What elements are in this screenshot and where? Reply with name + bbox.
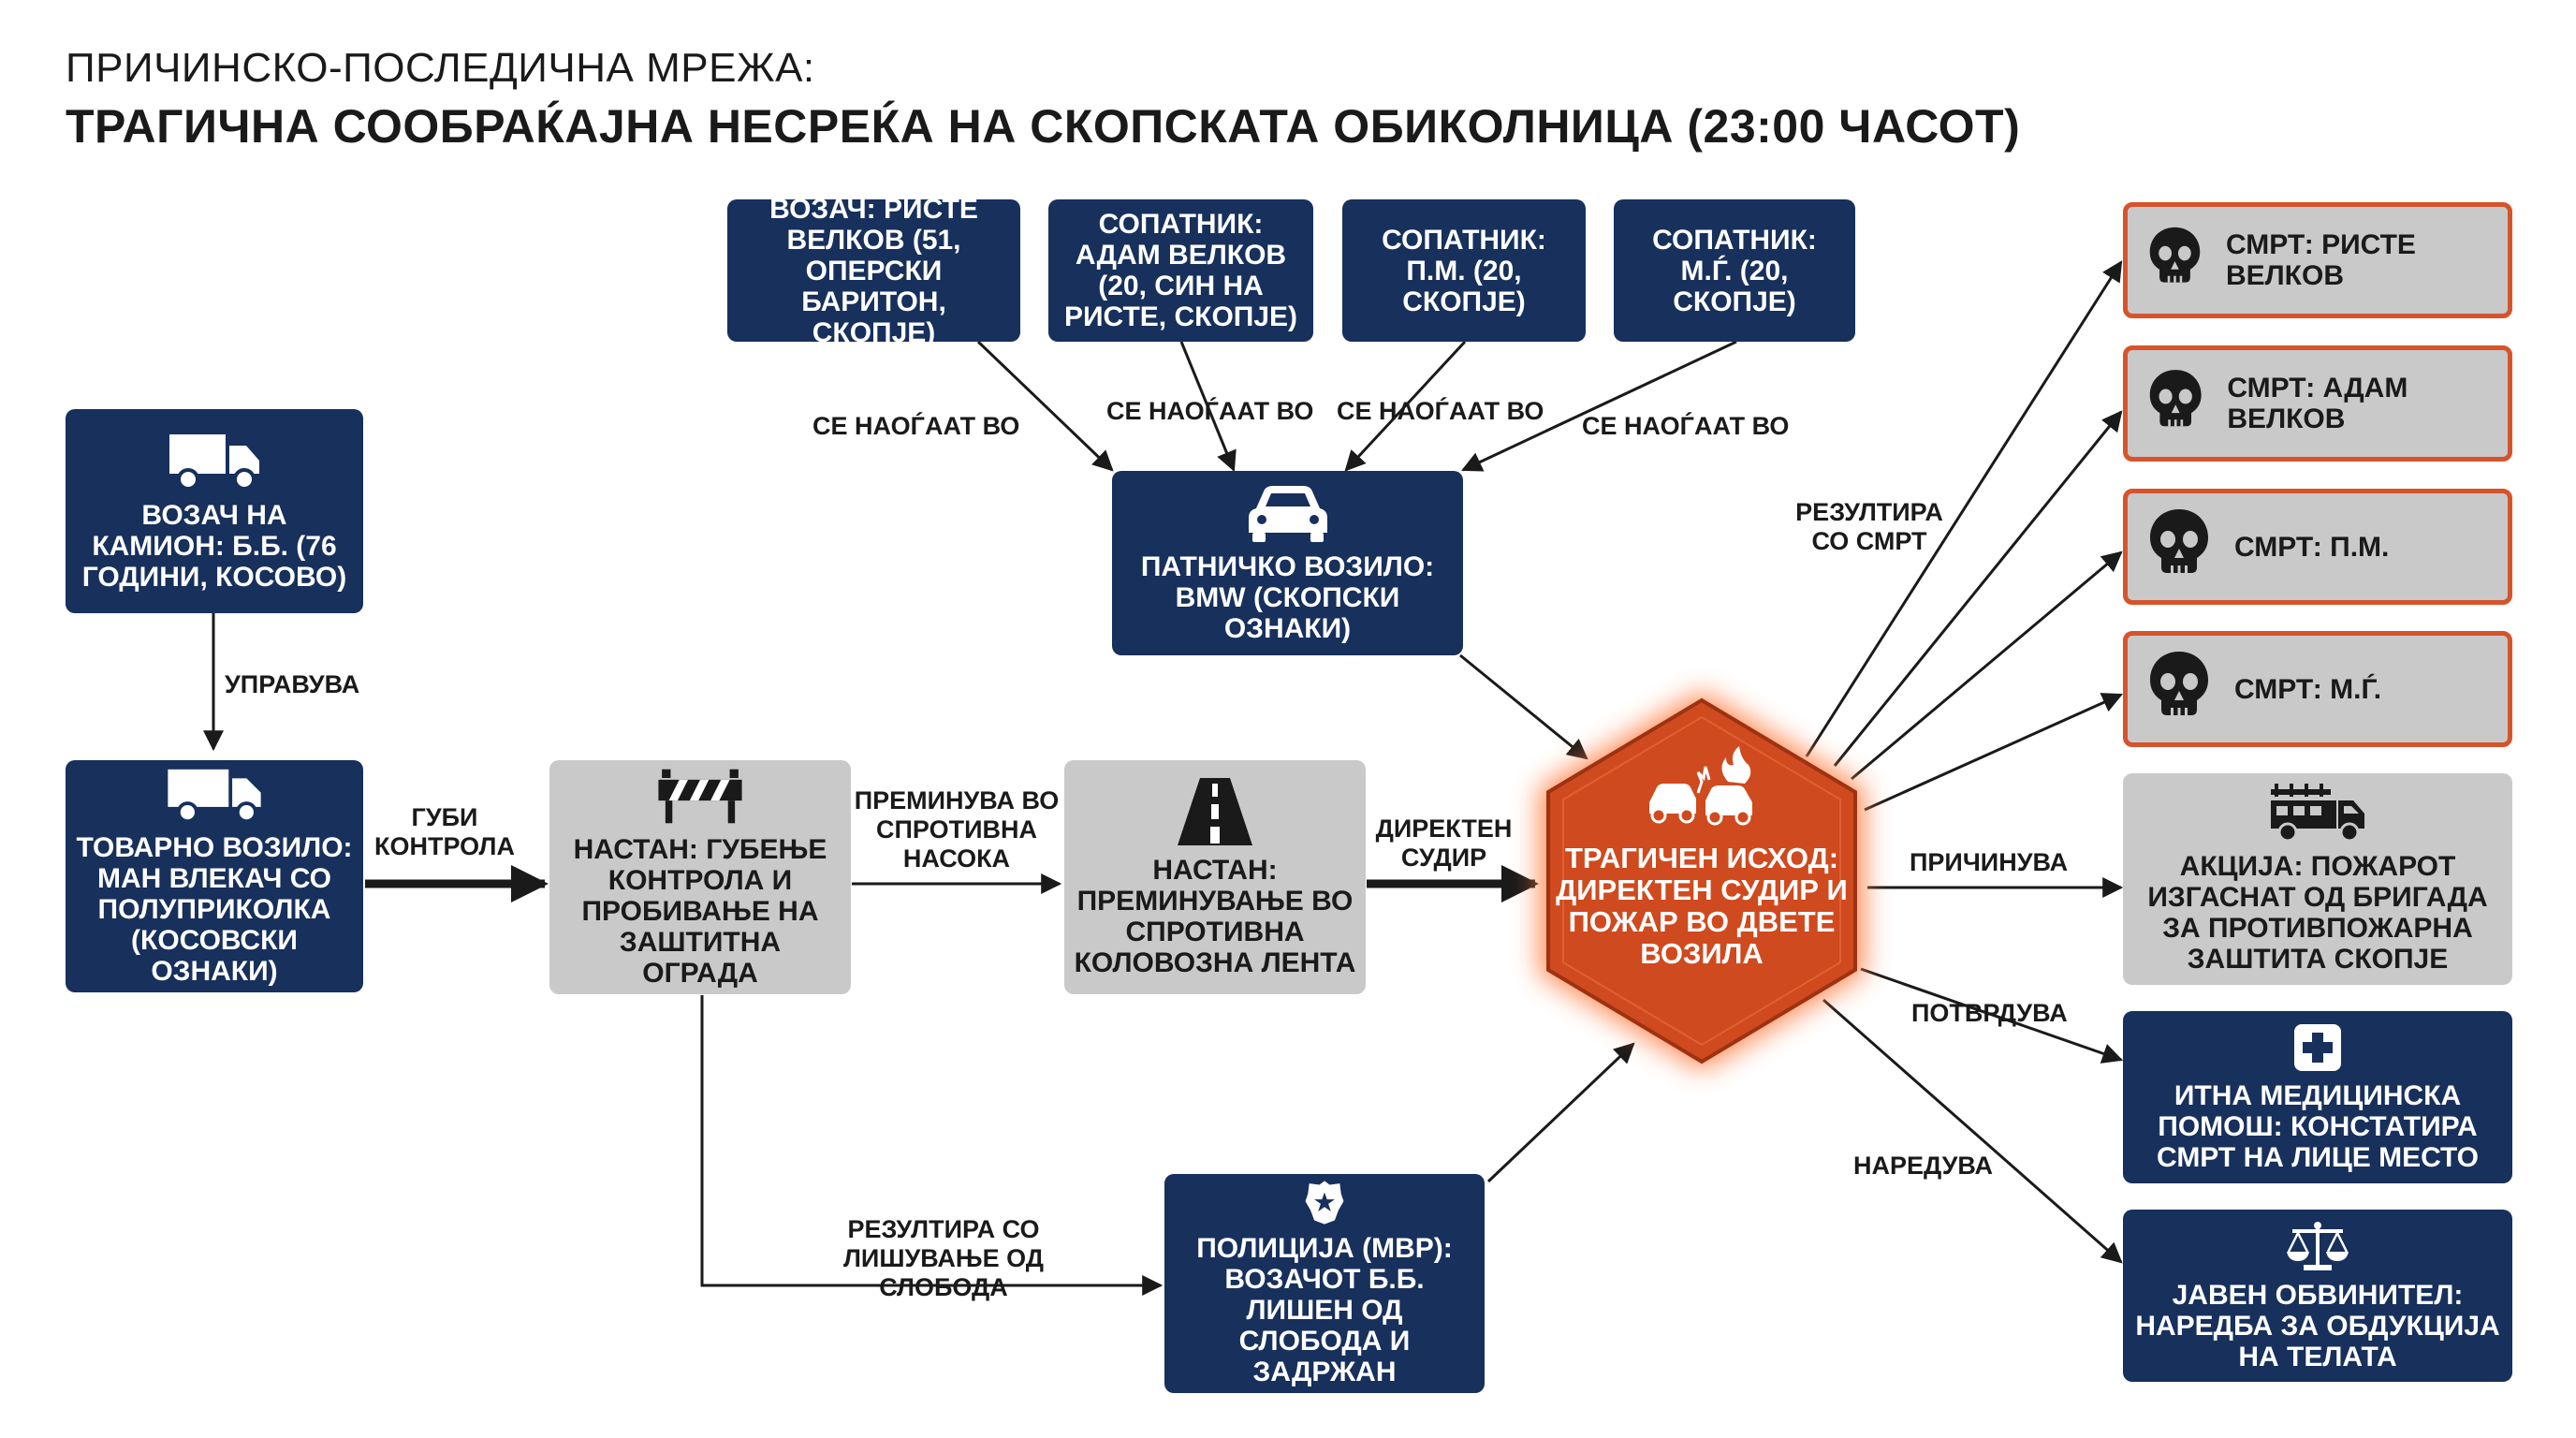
node-ambulance: ИТНА МЕДИЦИНСКА ПОМОШ: КОНСТАТИРА СМРТ Н… — [2123, 1011, 2512, 1183]
police-badge-icon — [1305, 1181, 1344, 1225]
node-police: ПОЛИЦИЈА (МВР): ВОЗАЧОТ Б.Б. ЛИШЕН ОД СЛ… — [1164, 1174, 1485, 1393]
edge-label-causes: ПРИЧИНУВА — [1910, 848, 2069, 876]
skull-icon — [2150, 509, 2208, 573]
arrow-death-4 — [1864, 693, 2124, 812]
edge-label-in-vehicle-2: СЕ НАОЃААТ ВО — [1106, 397, 1314, 425]
node-passenger-pm: СОПАТНИК: П.М. (20, СКОПЈЕ) — [1342, 199, 1586, 342]
truck-icon — [169, 433, 259, 491]
arrow-in-vehicle-2 — [1179, 341, 1237, 473]
node-fire-brigade-label: АКЦИЈА: ПОЖАРОТ ИЗГАСНАТ ОД БРИГАДА ЗА П… — [2147, 851, 2488, 975]
node-truck-driver: ВОЗАЧ НА КАМИОН: Б.Б. (76 ГОДИНИ, КОСОВО… — [66, 409, 363, 613]
node-prosecutor: ЈАВЕН ОБВИНИТЕЛ: НАРЕДБА ЗА ОБДУКЦИЈА НА… — [2123, 1210, 2512, 1382]
crash-fire-icon — [1649, 746, 1752, 826]
medical-cross-icon — [2294, 1023, 2341, 1071]
road-icon — [1178, 778, 1252, 845]
node-barrier-event: НАСТАН: ГУБЕЊЕ КОНТРОЛА И ПРОБИВАЊЕ НА З… — [549, 760, 851, 994]
node-passenger-mg: СОПАТНИК: М.Ѓ. (20, СКОПЈЕ) — [1614, 199, 1855, 342]
node-death-adam-label: СМРТ: АДАМ ВЕЛКОВ — [2227, 373, 2408, 434]
node-ambulance-label: ИТНА МЕДИЦИНСКА ПОМОШ: КОНСТАТИРА СМРТ Н… — [2157, 1079, 2479, 1173]
truck-icon — [168, 769, 261, 824]
arrow-police-to-outcome — [1486, 1042, 1635, 1183]
diagram-title-line-1: ПРИЧИНСКО-ПОСЛЕДИЧНА МРЕЖА: — [66, 45, 815, 91]
edge-label-direct-collision: ДИРЕКТЕН СУДИР — [1375, 814, 1513, 872]
edge-label-results-death: РЕЗУЛТИРА СО СМРТ — [1795, 498, 1943, 555]
node-truck: ТОВАРНО ВОЗИЛО: МАН ВЛЕКАЧ СО ПОЛУПРИКОЛ… — [66, 760, 363, 992]
edge-label-crosses: ПРЕМИНУВА ВО СПРОТИВНА НАСОКА — [854, 786, 1060, 873]
fire-truck-icon — [2271, 784, 2364, 843]
node-passenger-mg-label: СОПАТНИК: М.Ѓ. (20, СКОПЈЕ) — [1652, 224, 1817, 317]
arrow-death-2 — [1833, 410, 2123, 767]
skull-icon — [2149, 227, 2201, 283]
outcome-hexagon — [1539, 691, 1865, 1071]
arrow-in-vehicle-3 — [1344, 340, 1467, 472]
edge-label-confirms: ПОТВРДУВА — [1911, 999, 2068, 1027]
node-outcome-label: ТРАГИЧЕН ИСХОД: ДИРЕКТЕН СУДИР И ПОЖАР В… — [1556, 842, 1848, 970]
node-truck-label: ТОВАРНО ВОЗИЛО: МАН ВЛЕКАЧ СО ПОЛУПРИКОЛ… — [76, 832, 353, 987]
node-wrong-lane-event-label: НАСТАН: ПРЕМИНУВАЊЕ ВО СПРОТИВНА КОЛОВОЗ… — [1074, 855, 1356, 978]
node-death-mg: СМРТ: М.Ѓ. — [2123, 631, 2512, 747]
arrow-arrest — [700, 995, 1164, 1296]
skull-icon — [2150, 652, 2208, 715]
node-fire-brigade: АКЦИЈА: ПОЖАРОТ ИЗГАСНАТ ОД БРИГАДА ЗА П… — [2123, 773, 2512, 985]
arrow-orders — [1822, 998, 2123, 1264]
node-passenger-pm-label: СОПАТНИК: П.М. (20, СКОПЈЕ) — [1382, 224, 1546, 317]
node-death-mg-label: СМРТ: М.Ѓ. — [2234, 673, 2382, 705]
node-car: ПАТНИЧКО ВОЗИЛО: BMW (СКОПСКИ ОЗНАКИ) — [1112, 471, 1463, 655]
edge-label-drives: УПРАВУВА — [225, 670, 360, 698]
node-car-label: ПАТНИЧКО ВОЗИЛО: BMW (СКОПСКИ ОЗНАКИ) — [1140, 551, 1435, 644]
skull-icon — [2149, 370, 2202, 427]
arrow-car-to-outcome — [1459, 653, 1588, 760]
node-passenger-adam-label: СОПАТНИК: АДАМ ВЕЛКОВ (20, СИН НА РИСТЕ,… — [1063, 209, 1298, 332]
node-death-adam: СМРТ: АДАМ ВЕЛКОВ — [2123, 345, 2512, 462]
edge-label-arrest: РЕЗУЛТИРА СО ЛИШУВАЊЕ ОД СЛОБОДА — [842, 1215, 1044, 1301]
node-barrier-event-label: НАСТАН: ГУБЕЊЕ КОНТРОЛА И ПРОБИВАЊЕ НА З… — [573, 834, 827, 989]
edge-label-loses-control: ГУБИ КОНТРОЛА — [374, 803, 515, 860]
edge-label-in-vehicle-3: СЕ НАОЃААТ ВО — [1337, 397, 1544, 425]
arrow-confirms — [1860, 967, 2124, 1064]
edge-label-in-vehicle-1: СЕ НАОЃААТ ВО — [812, 412, 1020, 440]
node-prosecutor-label: ЈАВЕН ОБВИНИТЕЛ: НАРЕДБА ЗА ОБДУКЦИЈА НА… — [2135, 1279, 2500, 1372]
scales-icon — [2287, 1221, 2349, 1270]
node-death-riste: СМРТ: РИСТЕ ВЕЛКОВ — [2123, 202, 2512, 318]
node-police-label: ПОЛИЦИЈА (МВР): ВОЗАЧОТ Б.Б. ЛИШЕН ОД СЛ… — [1196, 1233, 1453, 1387]
node-death-pm-label: СМРТ: П.М. — [2234, 531, 2390, 563]
barrier-icon — [658, 769, 742, 824]
node-driver: ВОЗАЧ: РИСТЕ ВЕЛКОВ (51, ОПЕРСКИ БАРИТОН… — [727, 194, 1020, 348]
arrow-in-vehicle-1 — [976, 340, 1114, 472]
arrow-death-1 — [1805, 260, 2123, 757]
edge-label-in-vehicle-4: СЕ НАОЃААТ ВО — [1582, 412, 1790, 440]
node-wrong-lane-event: НАСТАН: ПРЕМИНУВАЊЕ ВО СПРОТИВНА КОЛОВОЗ… — [1064, 760, 1366, 994]
node-truck-driver-label: ВОЗАЧ НА КАМИОН: Б.Б. (76 ГОДИНИ, КОСОВО… — [81, 499, 347, 593]
node-death-riste-label: СМРТ: РИСТЕ ВЕЛКОВ — [2225, 229, 2416, 291]
car-icon — [1248, 486, 1327, 542]
arrow-death-3 — [1851, 550, 2123, 781]
node-passenger-adam: СОПАТНИК: АДАМ ВЕЛКОВ (20, СИН НА РИСТЕ,… — [1048, 199, 1313, 342]
arrow-in-vehicle-4 — [1461, 340, 1737, 472]
node-death-pm: СМРТ: П.М. — [2123, 489, 2512, 605]
node-driver-label: ВОЗАЧ: РИСТЕ ВЕЛКОВ (51, ОПЕРСКИ БАРИТОН… — [769, 193, 978, 348]
edge-label-orders: НАРЕДУВА — [1853, 1152, 1994, 1180]
diagram-title-line-2: ТРАГИЧНА СООБРАЌАЈНА НЕСРЕЌА НА СКОПСКАТ… — [66, 100, 2021, 153]
